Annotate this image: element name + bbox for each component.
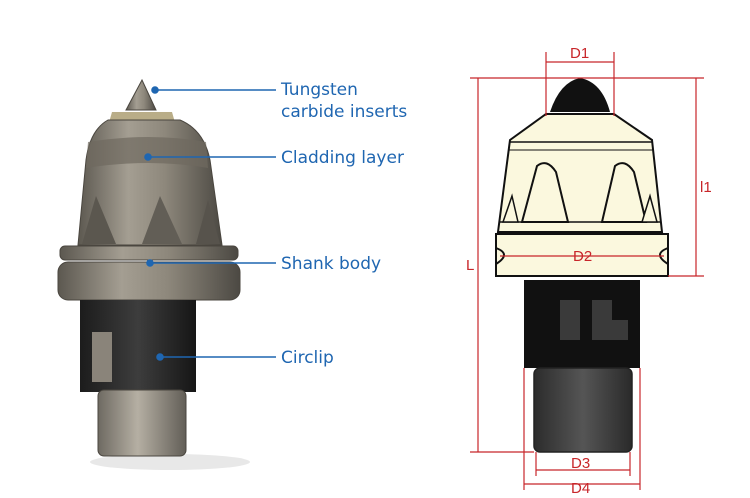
- dim-label-d1: D1: [570, 45, 589, 62]
- callout-tungsten-carbide-inserts: Tungsten carbide inserts: [281, 79, 407, 123]
- pick-photo-insert-left: [82, 196, 116, 244]
- callout-shank-body: Shank body: [281, 254, 382, 274]
- drawing-insert-left: [520, 162, 570, 223]
- pick-photo-cladding-band: [86, 137, 208, 168]
- pick-shadow: [90, 454, 250, 470]
- drawing-collar: [495, 233, 669, 277]
- pick-photo-tip: [125, 78, 157, 111]
- callout-leaders: [144, 86, 276, 361]
- pick-photo-circlip-slot: [92, 332, 112, 382]
- pick-photo-insert-right: [196, 200, 220, 244]
- callout-circlip: Circlip: [281, 348, 334, 368]
- dim-label-l: L: [466, 257, 474, 274]
- leader-shank-dot: [146, 259, 154, 267]
- callout-tungsten-line-2: carbide inserts: [281, 102, 408, 122]
- dimension-labels: D1 D2 D3 D4 L l1: [466, 45, 712, 497]
- callout-cladding-layer: Cladding layer: [281, 148, 404, 168]
- pick-photo-collar: [57, 261, 241, 301]
- leader-cladding-dot: [144, 153, 152, 161]
- pick-photo-pin: [97, 389, 187, 457]
- drawing-collar-groove-left: [495, 247, 505, 265]
- drawing-circlip-slot-2: [592, 300, 628, 340]
- pick-photo-collar-top: [59, 245, 239, 261]
- drawing-circlip-slot-1: [560, 300, 580, 340]
- drawing-insert-edge-right: [640, 193, 658, 223]
- dim-label-l1: l1: [700, 179, 712, 196]
- drawing-tip: [550, 78, 610, 112]
- dim-label-d4: D4: [571, 480, 590, 497]
- drawing-pin: [533, 367, 633, 453]
- pick-photo: [57, 78, 250, 470]
- drawing-insert-edge-left: [501, 193, 519, 223]
- dimension-lines: [470, 52, 704, 490]
- pick-drawing: [495, 78, 669, 453]
- drawing-collar-groove-right: [659, 247, 669, 265]
- leader-tungsten-dot: [151, 86, 159, 94]
- dim-label-d3: D3: [571, 455, 590, 472]
- pick-photo-insert-mid: [142, 196, 182, 244]
- dim-label-d2: D2: [573, 248, 592, 265]
- callout-tungsten-line-1: Tungsten: [281, 80, 358, 100]
- leader-circlip-dot: [156, 353, 164, 361]
